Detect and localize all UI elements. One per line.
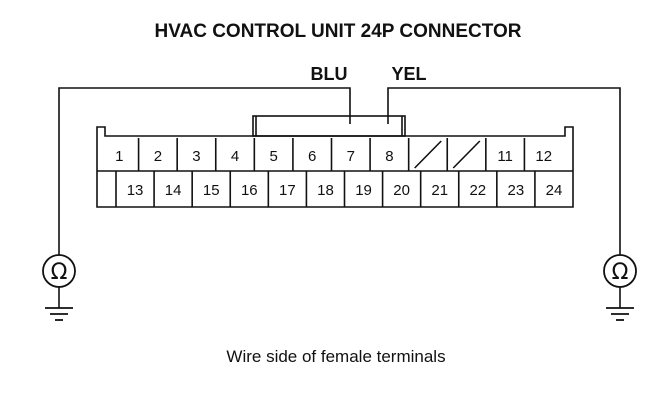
diagram-caption: Wire side of female terminals — [226, 347, 445, 366]
terminal-22: 22 — [469, 182, 486, 199]
diagram-title: HVAC CONTROL UNIT 24P CONNECTOR — [154, 21, 521, 42]
terminal-3: 3 — [192, 148, 200, 165]
terminal-17: 17 — [279, 182, 296, 199]
terminal-18: 18 — [317, 182, 334, 199]
terminal-6: 6 — [308, 148, 316, 165]
wire-label-blu: BLU — [311, 64, 348, 84]
terminal-15: 15 — [203, 182, 220, 199]
left-ohmmeter: Ω — [42, 254, 76, 321]
left-ohm-icon: Ω — [51, 260, 68, 285]
terminal-2: 2 — [154, 148, 162, 165]
terminal-4: 4 — [231, 148, 239, 165]
blank-cavity-slash — [414, 140, 442, 169]
terminal-11: 11 — [497, 148, 513, 165]
connector-lock-tab — [252, 115, 406, 137]
right-ground-icon — [606, 307, 634, 321]
terminal-16: 16 — [241, 182, 258, 199]
right-ohm-icon: Ω — [612, 260, 629, 285]
right-ohmmeter: Ω — [603, 254, 637, 321]
terminal-13: 13 — [127, 182, 144, 199]
blank-cavity-slash — [452, 140, 481, 169]
terminal-20: 20 — [393, 182, 410, 199]
terminal-7: 7 — [347, 148, 355, 165]
connector-bottom-row: 13 14 15 16 17 18 19 20 21 22 23 24 — [115, 171, 563, 207]
wire-label-yel: YEL — [391, 64, 426, 84]
blu-probe-wire — [58, 87, 351, 255]
terminal-8: 8 — [385, 148, 393, 165]
terminal-21: 21 — [431, 182, 448, 199]
terminal-24: 24 — [546, 182, 563, 199]
terminal-14: 14 — [165, 182, 182, 199]
terminal-12: 12 — [535, 148, 552, 165]
terminal-1: 1 — [115, 148, 123, 165]
left-ground-icon — [45, 307, 73, 321]
terminal-19: 19 — [355, 182, 372, 199]
connector-housing — [96, 126, 574, 208]
terminal-23: 23 — [508, 182, 525, 199]
terminal-5: 5 — [269, 148, 277, 165]
yel-probe-wire — [387, 87, 621, 255]
